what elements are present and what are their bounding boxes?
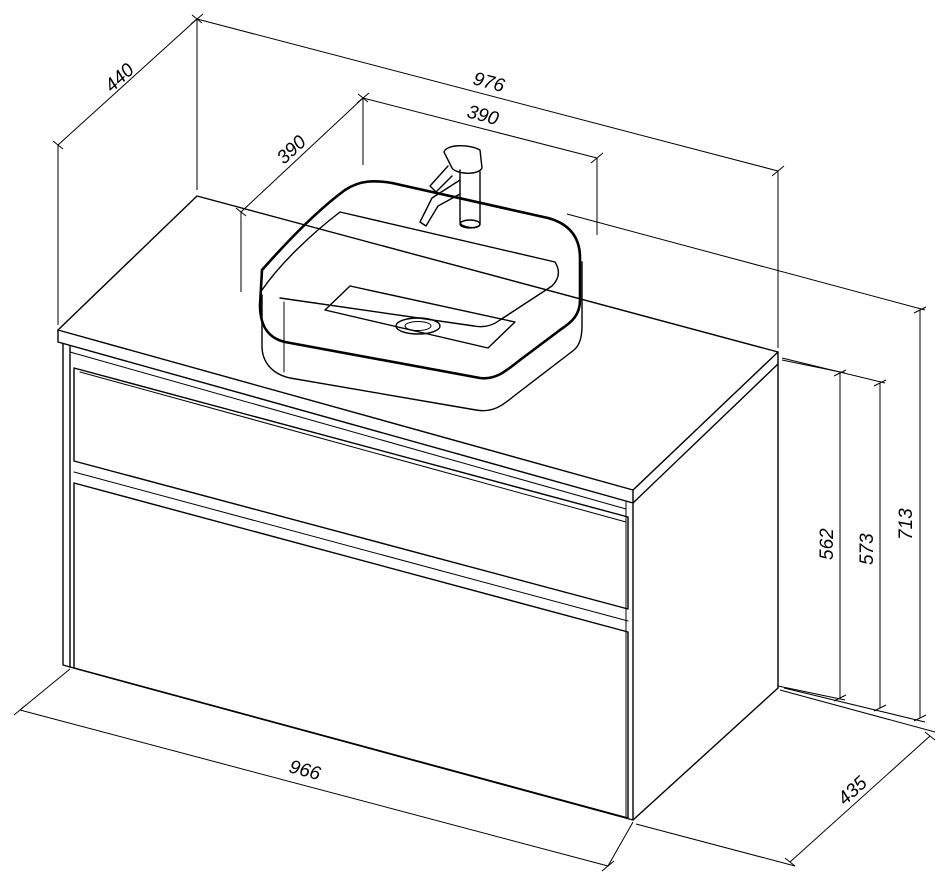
cabinet-right-side — [632, 363, 779, 821]
label-bottom-width: 966 — [287, 757, 323, 786]
countertop-top-surface — [57, 195, 779, 491]
dim-bottom-depth-line — [635, 689, 936, 867]
label-top-depth: 440 — [101, 59, 139, 96]
dim-body-inner-ticks — [833, 369, 847, 702]
dim-top-depth-ticks — [52, 14, 203, 150]
dimension-labels: 976 440 390 390 713 573 562 966 435 — [101, 59, 917, 809]
dim-bottom-width-line — [19, 668, 634, 867]
faucet-handle — [443, 145, 483, 174]
faucet-lever — [429, 165, 453, 193]
dim-basin-depth-ticks — [235, 93, 369, 217]
dimension-lines — [13, 13, 936, 872]
dim-total-height-line — [783, 310, 926, 723]
lower-drawer — [73, 471, 629, 819]
lower-drawer-gap-line — [73, 471, 629, 622]
dim-top-width-line — [196, 18, 779, 348]
faucet-spout — [419, 179, 461, 227]
label-basin-depth: 390 — [273, 131, 311, 168]
cabinet-left-post — [62, 343, 71, 668]
label-body-outer-height: 573 — [857, 533, 878, 565]
dim-top-depth-line — [57, 18, 198, 325]
label-top-width: 976 — [471, 69, 507, 98]
lower-drawer-front — [73, 482, 629, 819]
basin-rim-inner — [261, 211, 560, 328]
upper-drawer — [73, 367, 629, 610]
dim-basin-depth-line — [240, 97, 364, 292]
countertop-front-edge — [57, 329, 634, 504]
basin — [258, 179, 583, 412]
label-body-inner-height: 562 — [817, 528, 838, 560]
basin-drain-inner — [404, 321, 432, 331]
cabinet-body — [62, 343, 779, 821]
basin-inner-base — [324, 285, 516, 349]
basin-drain — [395, 317, 441, 335]
dim-body-inner-line — [777, 359, 846, 701]
dim-body-outer-ticks — [873, 379, 887, 712]
dim-basin-extension — [566, 213, 926, 311]
dim-bottom-depth-ticks — [784, 731, 936, 867]
faucet — [419, 145, 483, 229]
cabinet-top-rail — [69, 351, 627, 510]
dim-total-height-ticks — [913, 306, 927, 722]
faucet-base — [459, 219, 481, 229]
label-total-height: 713 — [896, 508, 917, 540]
upper-drawer-front — [73, 367, 629, 610]
countertop-right-edge — [632, 351, 779, 504]
dim-bottom-width-ticks — [13, 704, 615, 872]
basin-rim-outer — [258, 179, 582, 380]
label-bottom-depth: 435 — [834, 772, 872, 809]
upper-drawer-gap-line — [79, 371, 627, 523]
basin-bowl-front — [261, 261, 583, 412]
